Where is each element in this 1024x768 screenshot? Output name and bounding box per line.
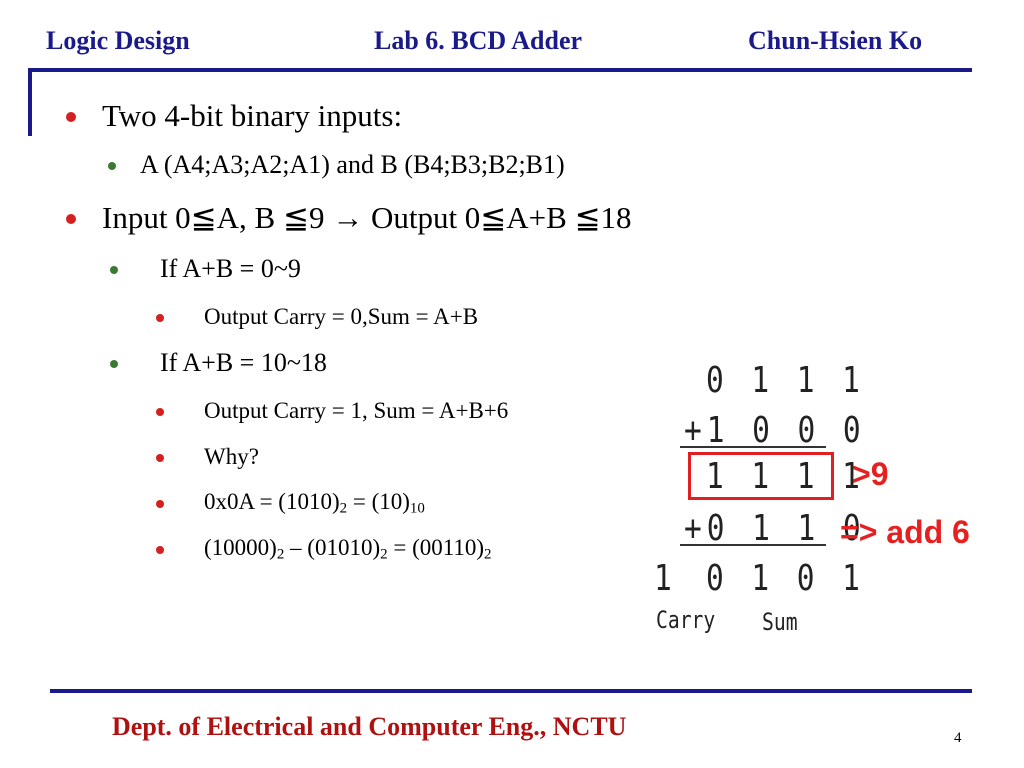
bullet-carry-1: Output Carry = 1, Sum = A+B+6 [204, 398, 509, 423]
bullet-case-0-9: If A+B = 0~9 [160, 254, 301, 283]
bullet-carry-0: Output Carry = 0,Sum = A+B [204, 304, 479, 329]
header-course: Logic Design [46, 26, 190, 55]
bullet-hex-0a: 0x0A = (1010)2 = (10)10 [204, 489, 425, 517]
sub-sub-bullet-dot-icon [156, 500, 164, 508]
header-rule-vertical [28, 68, 32, 136]
bullet-binary-inputs: Two 4-bit binary inputs: [102, 98, 403, 133]
addend-a: 0 1 1 1 [706, 360, 865, 401]
sub-sub-bullet-dot-icon [156, 408, 164, 416]
bullet-dot-icon [66, 112, 76, 122]
sub-bullet-dot-icon [110, 360, 118, 368]
sub-sub-bullet-dot-icon [156, 454, 164, 462]
bullet-dot-icon [66, 214, 76, 224]
bullet-case-10-18: If A+B = 10~18 [160, 348, 327, 377]
addend-b: +1 0 0 0 [684, 410, 866, 451]
sub-bullet-dot-icon [110, 266, 118, 274]
header-lab-title: Lab 6. BCD Adder [374, 26, 583, 55]
header-rule [28, 68, 972, 72]
annotation-greater-than-9: >9 [852, 456, 889, 492]
sum-line [680, 544, 826, 546]
header-author: Chun-Hsien Ko [748, 26, 923, 55]
page-number: 4 [954, 730, 962, 746]
bullet-subtraction: (10000)2 – (01010)2 = (00110)2 [204, 535, 492, 563]
result-carry: 1 [654, 558, 677, 599]
bullet-input-output-range: Input 0≦A, B ≦9 → Output 0≦A+B ≦18 [102, 200, 632, 235]
annotation-add-6: => add 6 [840, 514, 970, 550]
binary-sum: 1 1 1 1 [706, 456, 865, 497]
correction-addend: +0 1 1 0 [684, 508, 866, 549]
sub-bullet-dot-icon [108, 162, 116, 170]
highlight-box [688, 452, 834, 500]
bullet-why: Why? [204, 444, 259, 469]
label-sum: Sum [762, 608, 798, 636]
footer-department: Dept. of Electrical and Computer Eng., N… [112, 712, 627, 741]
result-sum: 0 1 0 1 [706, 558, 865, 599]
footer-rule [50, 689, 972, 693]
sub-sub-bullet-dot-icon [156, 314, 164, 322]
bullet-inputs-ab: A (A4;A3;A2;A1) and B (B4;B3;B2;B1) [140, 150, 565, 179]
sub-sub-bullet-dot-icon [156, 546, 164, 554]
sum-line [680, 446, 826, 448]
label-carry: Carry [656, 606, 716, 634]
